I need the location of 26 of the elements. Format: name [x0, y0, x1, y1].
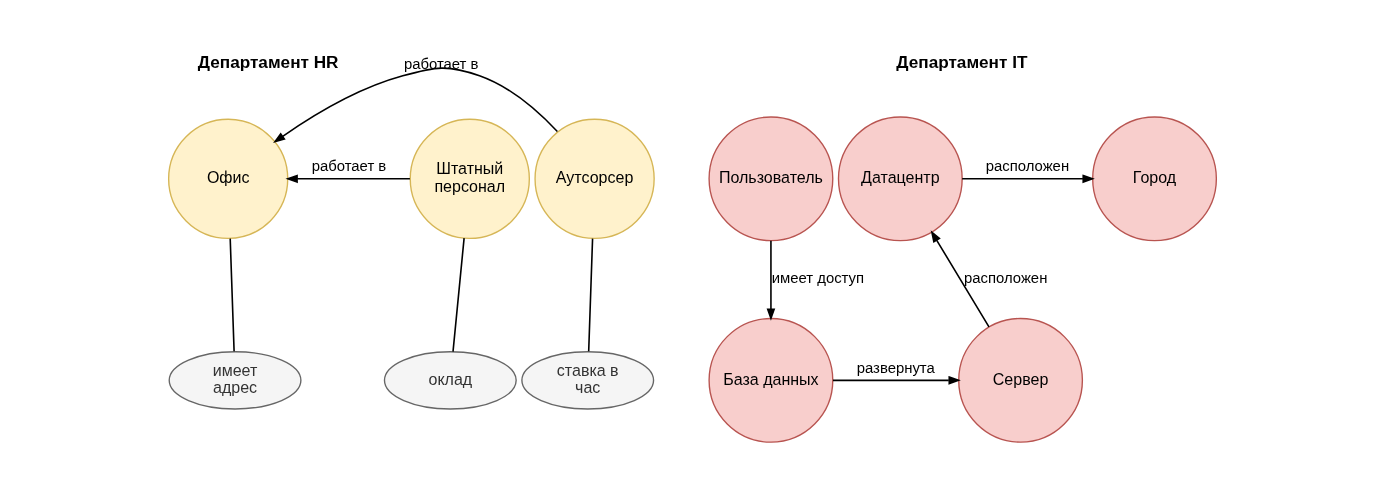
- edge-label: расположен: [985, 158, 1069, 175]
- label: Департамент HR: [197, 52, 338, 73]
- node-ellipse: оклад: [383, 351, 517, 410]
- edge-label: развернута: [856, 359, 935, 376]
- connector: [228, 237, 235, 353]
- node-circle: Пользователь: [707, 116, 833, 242]
- connector: [451, 237, 465, 353]
- node-circle: Город: [1091, 116, 1217, 242]
- arrow: [272, 67, 558, 144]
- edge-label: имеет доступ: [771, 270, 864, 287]
- edge-label: работает в: [311, 158, 386, 175]
- label: Департамент IT: [895, 52, 1027, 73]
- node-ellipse: имеет адрес: [168, 351, 302, 410]
- node-circle: База данных: [707, 317, 833, 443]
- edge-label: работает в: [403, 56, 478, 73]
- connector: [587, 237, 593, 353]
- edge-label: расположен: [963, 270, 1047, 287]
- arrow: [960, 174, 1095, 184]
- arrow: [766, 240, 775, 321]
- node-circle: Штатный персонал: [409, 118, 530, 240]
- arrow: [930, 230, 990, 328]
- node-circle: Сервер: [957, 317, 1083, 443]
- node-ellipse: ставка в час: [520, 351, 654, 410]
- arrow: [831, 376, 961, 385]
- node-circle: Аутсорсер: [533, 118, 655, 240]
- arrow: [285, 174, 411, 184]
